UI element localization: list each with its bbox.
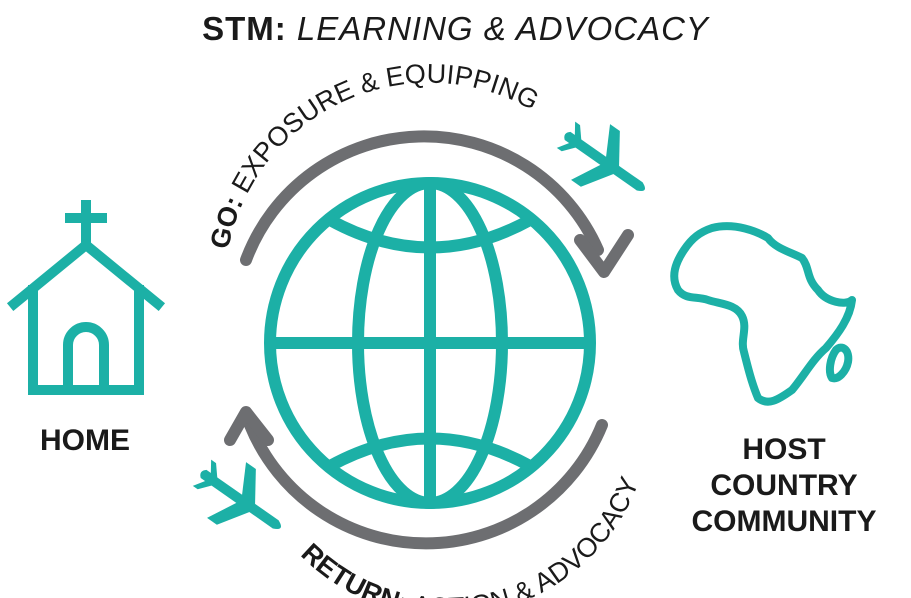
- home-label: HOME: [40, 424, 130, 457]
- return-arrow: [244, 419, 608, 550]
- go-arrowhead-icon: [574, 229, 634, 278]
- title-strong: STM:: [202, 10, 287, 47]
- go-label-rest: EXPOSURE & EQUIPPING: [222, 59, 544, 205]
- airplane-icon-top: [556, 121, 646, 192]
- airplane-icon-bottom: [192, 459, 282, 530]
- host-label-line2: COMMUNITY: [691, 505, 877, 538]
- host-country-label: HOST COUNTRY COMMUNITY: [668, 432, 900, 540]
- return-label-rest: ACTION & ADVOCACY: [404, 473, 644, 598]
- host-label-line1: HOST COUNTRY: [710, 433, 858, 502]
- title-italic: LEARNING & ADVOCACY: [296, 10, 709, 47]
- return-arrowhead-icon: [224, 406, 274, 446]
- page-title: STM: LEARNING & ADVOCACY: [0, 10, 911, 48]
- cycle-arrows: [240, 130, 608, 550]
- globe-icon: [264, 177, 596, 509]
- church-icon: [6, 200, 166, 395]
- africa-map-icon: [670, 222, 856, 406]
- go-arrow: [240, 130, 604, 266]
